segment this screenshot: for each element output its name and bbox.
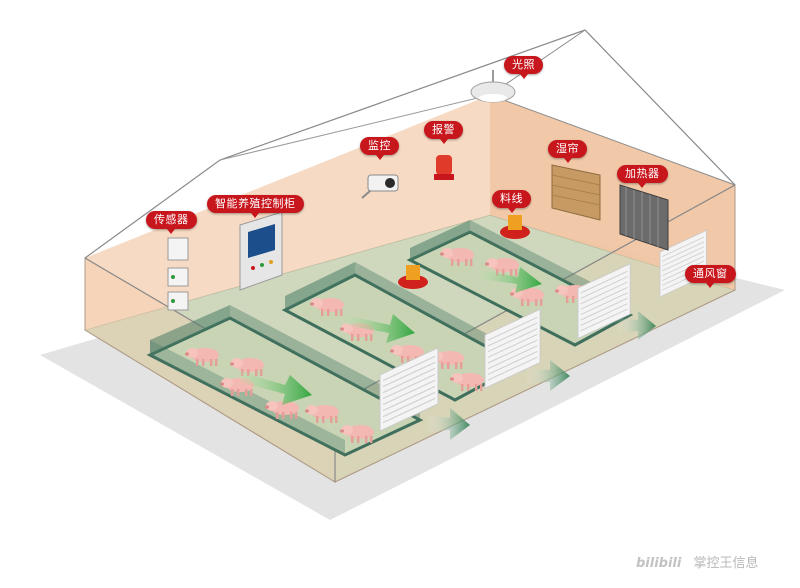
ceiling-lamp bbox=[470, 70, 516, 103]
label-lighting: 光照 bbox=[504, 56, 543, 79]
watermark-author: 掌控王信息 bbox=[693, 556, 759, 571]
wet-curtain bbox=[551, 164, 601, 221]
sensors bbox=[167, 237, 189, 311]
camera bbox=[361, 174, 399, 199]
watermark: bilibili 掌控王信息 bbox=[636, 552, 759, 571]
label-wet-curtain: 湿帘 bbox=[548, 140, 587, 163]
alarm-light bbox=[434, 155, 454, 180]
label-ventilation-window: 通风窗 bbox=[685, 265, 736, 288]
label-alarm: 报警 bbox=[424, 121, 463, 144]
feed-line bbox=[398, 215, 530, 289]
label-monitoring: 监控 bbox=[360, 137, 399, 160]
label-sensor: 传感器 bbox=[146, 211, 197, 234]
label-heater: 加热器 bbox=[617, 165, 668, 188]
heater bbox=[619, 184, 669, 251]
label-feed-line: 料线 bbox=[492, 190, 531, 213]
control-cabinet bbox=[239, 211, 283, 291]
label-controller: 智能养殖控制柜 bbox=[207, 195, 304, 218]
airflow-arrows bbox=[240, 267, 542, 405]
ventilation-window bbox=[379, 229, 707, 440]
watermark-brand: bilibili bbox=[636, 556, 682, 571]
roof-ridge bbox=[219, 94, 491, 161]
